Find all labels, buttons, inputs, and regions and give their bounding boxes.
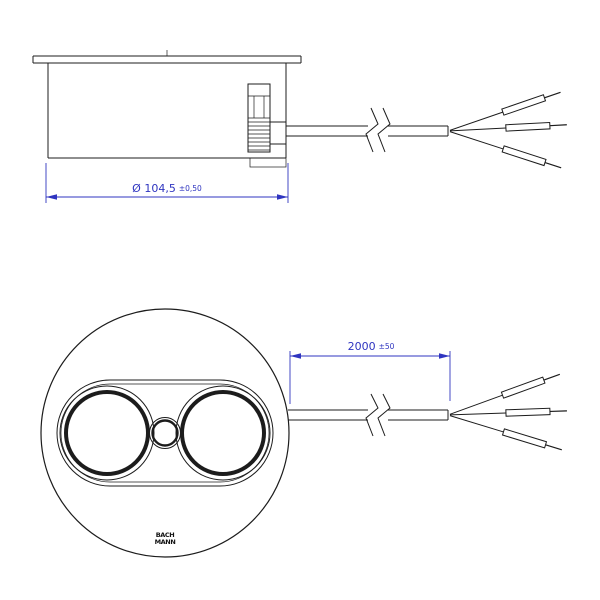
crimp-terminal [501, 145, 547, 167]
socket-left [59, 385, 155, 481]
wire-fan-side [449, 91, 567, 169]
wire-with-terminal [449, 415, 562, 451]
wire-with-terminal [449, 121, 567, 132]
crimp-terminal [505, 407, 551, 417]
flange-plate [32, 50, 302, 64]
plan-view: BACH MANN [40, 308, 567, 558]
crimp-terminal [500, 376, 546, 399]
socket-recess [56, 379, 274, 487]
crimp-terminal [501, 428, 548, 449]
cable-break-symbol [365, 393, 391, 437]
center-release-button [149, 417, 181, 449]
cable-length-dimension: 2000±50 [289, 340, 451, 404]
cable-break-symbol [365, 107, 391, 153]
connector-underside-step [249, 157, 287, 168]
arrowhead-right [439, 353, 450, 359]
diameter-dimension-label: Ø 104,5±0,50 [132, 182, 202, 195]
arrowhead-left [290, 353, 301, 359]
diameter-dimension: Ø 104,5±0,50 [45, 163, 289, 203]
wire-with-terminal [449, 407, 567, 417]
side-view: Ø 104,5±0,50 [32, 50, 567, 203]
cable-run-plan [288, 393, 449, 437]
cable-length-dimension-label: 2000±50 [348, 340, 395, 353]
socket-right [175, 385, 271, 481]
cable-outlet-block [269, 121, 287, 145]
brand-logo-line1: BACH [156, 531, 175, 539]
cable-gland-connector [247, 83, 287, 168]
faceplate-outline [40, 308, 290, 558]
brand-logo-line2: MANN [155, 538, 176, 546]
arrowhead-right [277, 194, 288, 200]
arrowhead-left [46, 194, 57, 200]
cable-run-side [286, 107, 449, 153]
crimp-terminal [501, 94, 547, 116]
wire-fan-plan [449, 373, 567, 451]
wire-with-terminal [449, 91, 561, 131]
wire-with-terminal [449, 131, 562, 169]
crimp-terminal [505, 121, 551, 132]
wire-with-terminal [449, 373, 561, 415]
brand-logo: BACH MANN [155, 531, 176, 546]
gland-ribs [248, 121, 270, 151]
